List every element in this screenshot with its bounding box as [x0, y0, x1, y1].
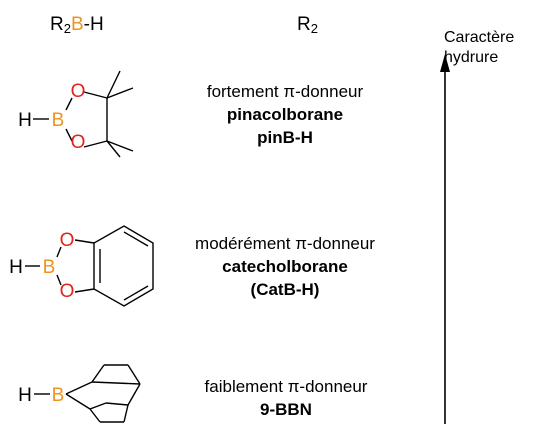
bbn-structure: H B — [18, 364, 141, 423]
pinacolborane-structure: H B O O — [18, 70, 134, 158]
row-catecholborane: modérément π-donneur catecholborane (Cat… — [188, 232, 382, 301]
oxygen-atom: O — [60, 281, 75, 302]
hydride-arrow — [440, 54, 450, 424]
hydrogen-atom: H — [9, 257, 23, 278]
header-r2bh: R2B-H — [50, 14, 104, 36]
row-name: pinacolborane — [226, 105, 344, 124]
catecholborane-structure: H B O O — [9, 225, 154, 307]
row-name: 9-BBN — [260, 400, 312, 419]
row-abbr: (CatB-H) — [250, 280, 320, 299]
row-description: fortement π-donneur — [206, 82, 364, 101]
header-r2: R2 — [297, 14, 318, 36]
row-description: faiblement π-donneur — [204, 377, 368, 396]
axis-label: Caractère hydrure — [444, 29, 515, 66]
row-name: catecholborane — [222, 257, 348, 276]
row-9-bbn: faiblement π-donneur 9-BBN — [200, 375, 372, 421]
boron-atom: B — [43, 257, 56, 278]
oxygen-atom: O — [60, 230, 75, 251]
row-pinacolborane: fortement π-donneur pinacolborane pinB-H — [195, 80, 375, 149]
row-abbr: pinB-H — [257, 128, 313, 147]
oxygen-atom: O — [71, 132, 86, 153]
oxygen-atom: O — [71, 81, 86, 102]
boron-atom: B — [52, 110, 65, 131]
hydrogen-atom: H — [18, 110, 32, 131]
row-description: modérément π-donneur — [195, 234, 375, 253]
boron-atom: B — [52, 385, 65, 406]
hydrogen-atom: H — [18, 385, 32, 406]
